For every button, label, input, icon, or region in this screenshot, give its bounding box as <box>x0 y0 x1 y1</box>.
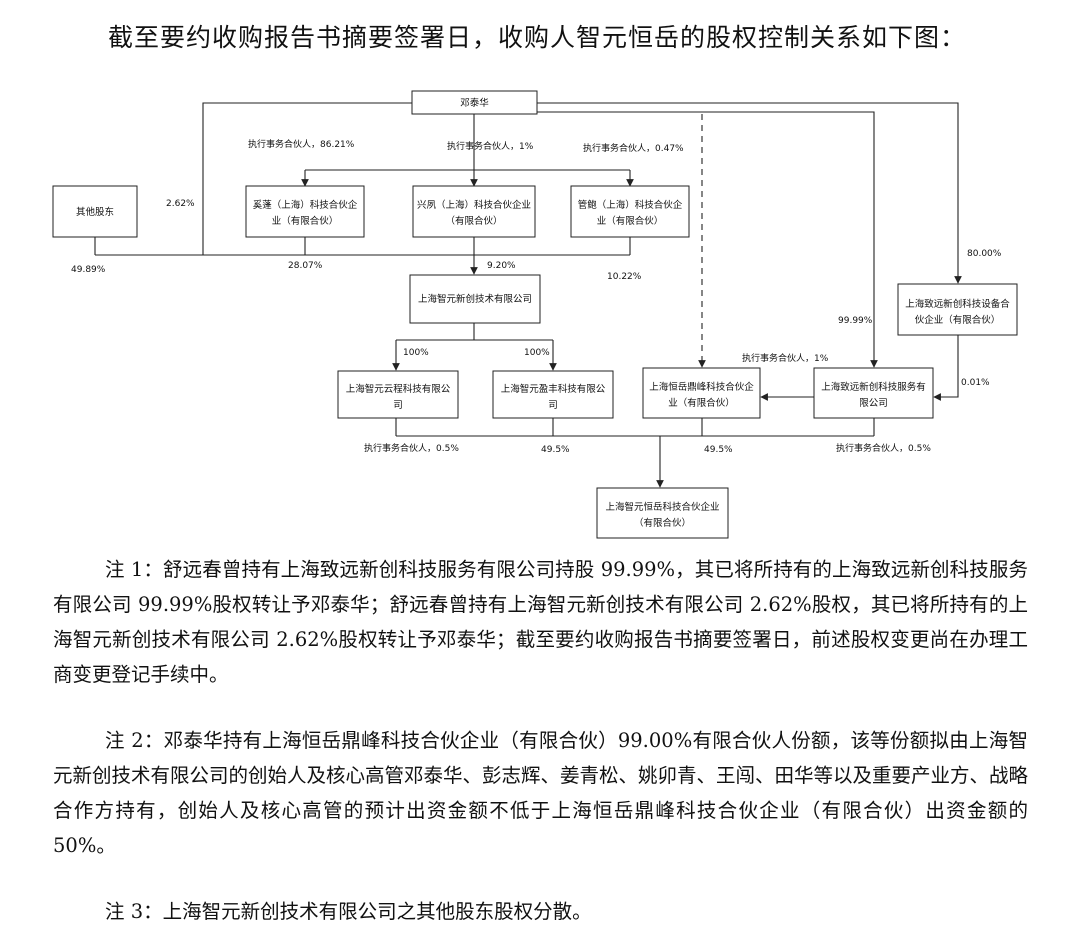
node-guanxian-line1: 管鲍（上海）科技合伙企 <box>578 199 683 211</box>
label-4989: 49.89% <box>71 265 106 275</box>
node-deng: 邓泰华 <box>411 90 538 115</box>
node-hengyue-dingfeng-line1: 上海恒岳鼎峰科技合伙企 <box>649 381 754 393</box>
label-8000: 80.00% <box>967 249 1002 259</box>
node-xingfeng-line1: 兴夙（上海）科技合伙企业 <box>417 199 531 211</box>
note-1: 注 1：舒远春曾持有上海致远新创科技服务有限公司持股 99.99%，其已将所持有… <box>53 558 1028 686</box>
node-zhiyuan-fuwu: 上海致远新创科技服务有 限公司 <box>813 367 934 419</box>
label-gp-1-mid: 执行事务合伙人，1% <box>742 352 829 364</box>
label-9999: 99.99% <box>838 316 873 326</box>
node-yuncheng-line1: 上海智元云程科技有限公 <box>346 383 451 395</box>
node-others: 其他股东 <box>52 185 138 238</box>
label-2807: 28.07% <box>288 261 323 271</box>
label-495-a: 49.5% <box>541 445 570 455</box>
label-262: 2.62% <box>166 199 195 209</box>
label-1022: 10.22% <box>607 272 642 282</box>
node-xingfeng: 兴夙（上海）科技合伙企业 （有限合伙） <box>412 185 536 238</box>
label-gp-047: 执行事务合伙人，0.47% <box>583 142 684 154</box>
node-zhiyuan-label: 上海智元新创技术有限公司 <box>418 293 532 305</box>
label-100-b: 100% <box>524 348 550 358</box>
node-yingfeng-line1: 上海智元盈丰科技有限公 <box>501 383 606 395</box>
equity-structure-diagram: 邓泰华 其他股东 奚蓬（上海）科技合伙企 业（有限合伙） 兴夙（上海）科技合伙企… <box>52 90 1018 539</box>
node-zhiyuan-fuwu-line1: 上海致远新创科技服务有 <box>821 381 926 393</box>
node-yingfeng-line2: 司 <box>548 400 558 411</box>
node-yingfeng: 上海智元盈丰科技有限公 司 <box>492 370 614 419</box>
node-hengyue-line1: 上海智元恒岳科技合伙企业 <box>605 501 719 513</box>
note-3: 注 3：上海智元新创技术有限公司之其他股东股权分散。 <box>105 900 592 923</box>
node-guanxian-line2: 业（有限合伙） <box>597 215 664 227</box>
node-xiben-line1: 奚蓬（上海）科技合伙企 <box>253 199 358 211</box>
node-hengyue-line2: （有限合伙） <box>634 517 691 529</box>
edge-labels: 执行事务合伙人，86.21% 执行事务合伙人，1% 执行事务合伙人，0.47% … <box>71 138 1002 455</box>
label-gp-1-top: 执行事务合伙人，1% <box>447 140 534 152</box>
node-xingfeng-line2: （有限合伙） <box>445 215 502 227</box>
label-920: 9.20% <box>487 261 516 271</box>
node-zhiyuan-fuwu-line2: 限公司 <box>859 398 888 409</box>
node-zhiyuan: 上海智元新创技术有限公司 <box>409 274 541 324</box>
node-hengyue-dingfeng: 上海恒岳鼎峰科技合伙企 业（有限合伙） <box>642 367 761 419</box>
note-2: 注 2：邓泰华持有上海恒岳鼎峰科技合伙企业（有限合伙）99.00%有限合伙人份额… <box>53 729 1029 857</box>
node-hengyue: 上海智元恒岳科技合伙企业 （有限合伙） <box>596 487 729 539</box>
label-gp-8621: 执行事务合伙人，86.21% <box>248 138 355 150</box>
node-deng-label: 邓泰华 <box>460 97 489 109</box>
node-xiben: 奚蓬（上海）科技合伙企 业（有限合伙） <box>245 185 365 238</box>
node-xiben-line2: 业（有限合伙） <box>272 215 339 227</box>
node-yuncheng-line2: 司 <box>393 400 403 411</box>
label-001: 0.01% <box>961 378 990 388</box>
node-others-label: 其他股东 <box>76 206 114 218</box>
node-zhiyuan-shebei-line2: 伙企业（有限合伙） <box>915 314 1001 326</box>
page-heading: 截至要约收购报告书摘要签署日，收购人智元恒岳的股权控制关系如下图： <box>108 23 967 52</box>
label-gp-05-right: 执行事务合伙人，0.5% <box>836 442 931 454</box>
connector-lines <box>94 102 962 488</box>
label-100-a: 100% <box>403 348 429 358</box>
label-495-b: 49.5% <box>704 445 733 455</box>
node-zhiyuan-shebei: 上海致远新创科技设备合 伙企业（有限合伙） <box>897 283 1018 336</box>
node-yuncheng: 上海智元云程科技有限公 司 <box>337 370 459 419</box>
node-guanxian: 管鲍（上海）科技合伙企 业（有限合伙） <box>570 185 690 238</box>
label-gp-05-left: 执行事务合伙人，0.5% <box>364 442 459 454</box>
node-zhiyuan-shebei-line1: 上海致远新创科技设备合 <box>905 298 1010 310</box>
node-hengyue-dingfeng-line2: 业（有限合伙） <box>668 397 735 409</box>
